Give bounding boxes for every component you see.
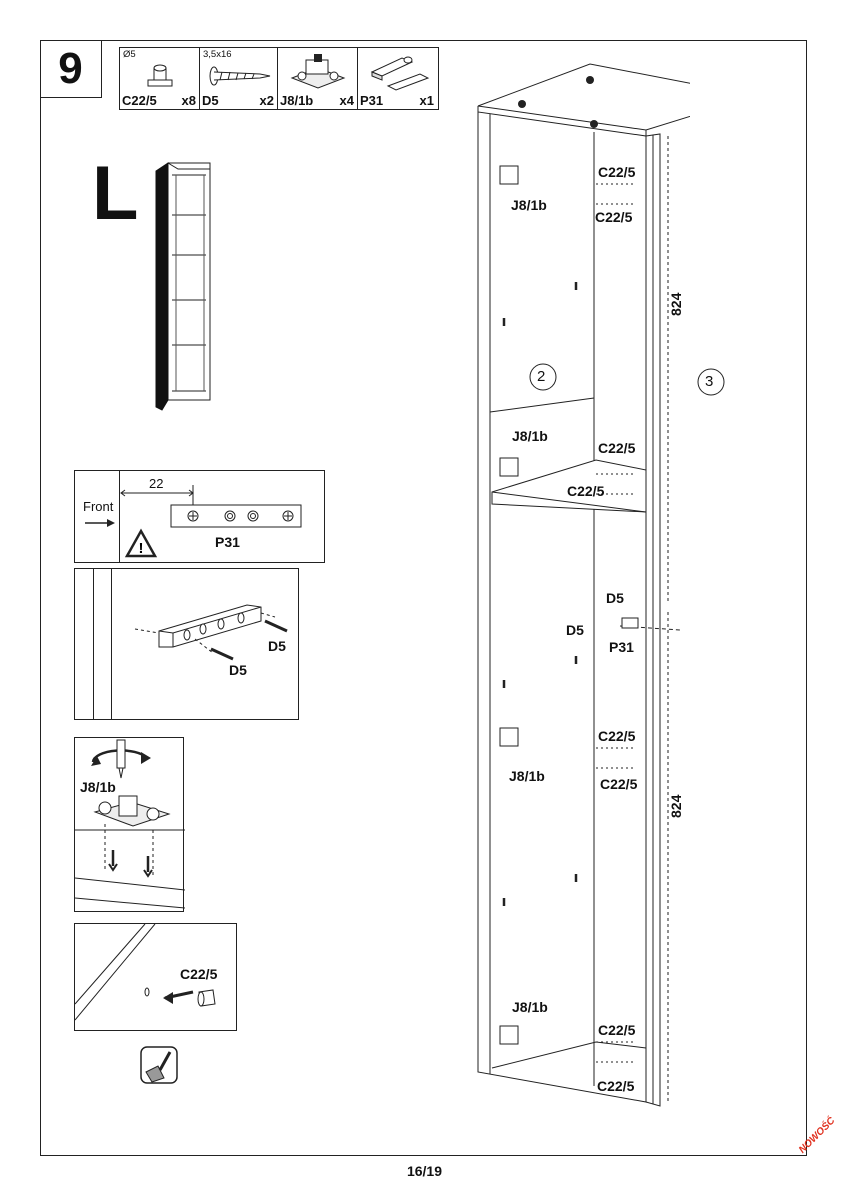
part-size: Ø5 [123, 49, 136, 60]
panel-number-circle-3 [697, 368, 725, 396]
dowel-label-1: C22/5 [598, 164, 636, 180]
hinge-icon [290, 54, 346, 89]
front-label: Front [83, 499, 114, 514]
dowel-label-7: C22/5 [598, 1022, 636, 1038]
parts-list: Ø5 C22/5 x8 3,5x16 D5 x2 J8/1b x4 [119, 47, 439, 110]
part-d5: 3,5x16 D5 x2 [200, 48, 278, 109]
dowel-insertion-detail: C22/5 [74, 923, 237, 1031]
panel-number-circle-2 [529, 363, 557, 391]
latch-label: P31 [609, 639, 634, 655]
part-code: J8/1b [280, 93, 314, 108]
dowel-label-5: C22/5 [598, 728, 636, 744]
dowel-label-2: C22/5 [595, 209, 633, 225]
hinge-label: J8/1b [80, 779, 116, 795]
distance-label: 22 [149, 476, 164, 491]
hinge-label-3: J8/1b [509, 768, 545, 784]
mallet-icon [140, 1046, 178, 1084]
part-qty: x2 [259, 93, 274, 108]
latch-screw-label-left: D5 [566, 622, 584, 638]
part-c22-5: Ø5 C22/5 x8 [120, 48, 200, 109]
dowel-label-8: C22/5 [597, 1078, 635, 1094]
hinge-label-4: J8/1b [512, 999, 548, 1015]
latch-screw-label-top: D5 [606, 590, 624, 606]
cabinet-assembly-drawing [477, 63, 690, 1107]
page-number: 16/19 [406, 1163, 443, 1179]
dowel-insertion-drawing [75, 924, 216, 1021]
latch-position-detail: Front ! 22 P31 [74, 470, 325, 563]
dowel-label-3: C22/5 [598, 440, 636, 456]
part-p31: P31 x1 [358, 48, 437, 109]
push-latch-icon [370, 56, 430, 91]
latch-part-label: P31 [215, 534, 240, 550]
hinge-mounting-drawing [75, 739, 185, 909]
screw-label-left: D5 [229, 662, 247, 678]
part-code: D5 [202, 93, 219, 108]
dimension-lower: 824 [668, 794, 684, 818]
part-j8-1b: J8/1b x4 [278, 48, 358, 109]
instruction-sheet-frame [40, 40, 807, 1156]
part-qty: x8 [181, 93, 196, 108]
screw-icon [209, 66, 271, 86]
dimension-upper: 824 [668, 292, 684, 316]
part-code: P31 [360, 93, 384, 108]
dowel-label: C22/5 [180, 966, 218, 982]
part-code: C22/5 [122, 93, 157, 108]
part-qty: x4 [339, 93, 354, 108]
part-qty: x1 [419, 93, 434, 108]
hinge-label-2: J8/1b [512, 428, 548, 444]
mini-cabinet-illustration [155, 162, 211, 411]
dowel-label-6: C22/5 [600, 776, 638, 792]
dowel-icon [147, 64, 173, 87]
dowel-label-4: C22/5 [567, 483, 605, 499]
screw-label-right: D5 [268, 638, 286, 654]
part-size: 3,5x16 [203, 49, 232, 60]
step-number: 9 [40, 40, 102, 98]
svg-text:!: ! [139, 540, 144, 557]
panel-number-3: 3 [705, 373, 714, 390]
hinge-label-1: J8/1b [511, 197, 547, 213]
panel-number-2: 2 [537, 368, 546, 385]
hinge-screwing-detail: J8/1b [74, 737, 185, 912]
latch-mounting-drawing [134, 604, 288, 661]
orientation-letter: L [92, 151, 139, 236]
latch-dimension-drawing: ! [85, 485, 302, 558]
latch-screw-detail: D5 D5 [74, 568, 299, 720]
